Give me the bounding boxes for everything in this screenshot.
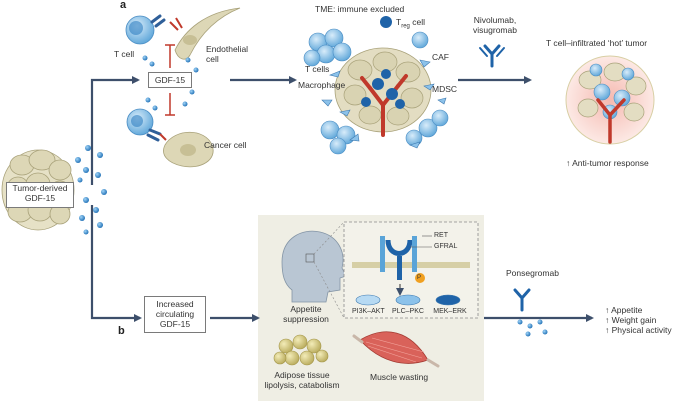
endothelial-cell	[169, 7, 241, 60]
head-icon	[281, 230, 347, 303]
t-cell-label: T cell	[114, 49, 135, 59]
tme-title: TME: immune excluded	[315, 4, 405, 14]
tme-caf	[321, 59, 447, 149]
tme-treg	[361, 16, 405, 109]
phospho-badge: P	[417, 275, 422, 281]
antibody-a-icon	[479, 44, 505, 68]
outcome-weight: ↑ Weight gain	[605, 315, 657, 325]
tumor-derived-box: Tumor-derived GDF-15	[6, 182, 74, 208]
macrophage-label: Macrophage	[298, 80, 346, 90]
t-cells-label: T cells	[305, 64, 330, 74]
adipose-cells	[273, 334, 329, 366]
treg-label: Treg cell	[396, 17, 425, 30]
tme-cluster	[303, 16, 449, 155]
tme-t-cells	[303, 28, 449, 155]
outcome-appetite: ↑ Appetite	[605, 305, 643, 315]
hot-tumor-label: T cell–infiltrated ‘hot’ tumor	[546, 38, 648, 48]
anti-tumor-label: ↑ Anti-tumor response	[566, 158, 649, 168]
gdf15-dots-tumor	[75, 145, 107, 235]
panel-b-label: b	[118, 325, 125, 337]
pathway-plc: PLC–PKC	[392, 308, 424, 315]
pathway-pi3k: PI3K–AKT	[352, 308, 385, 315]
pathway-shapes	[355, 294, 461, 306]
caf-label: CAF	[432, 52, 449, 62]
gfral-label: GFRAL	[434, 243, 458, 250]
pathway-mek: MEK–ERK	[433, 308, 467, 315]
antibody-b-icon	[513, 288, 531, 312]
ponsegromab-label: Ponsegromab	[506, 268, 559, 278]
t-cell-top	[125, 14, 166, 45]
outcome-activity: ↑ Physical activity	[605, 325, 672, 335]
drugs-a-label: Nivolumab,visugromab	[473, 15, 517, 35]
receptor-complex	[352, 235, 470, 296]
main-arrows	[90, 76, 594, 322]
muscle-icon	[352, 331, 440, 368]
muscle-label: Muscle wasting	[370, 372, 429, 382]
inhibition-bars	[165, 44, 175, 116]
gdf15-dots-box	[142, 55, 199, 111]
gdf15-dots-b	[517, 319, 548, 337]
cancer-cell-label: Cancer cell	[204, 140, 247, 150]
cancer-cell	[159, 132, 214, 168]
t-cell-bottom	[126, 108, 162, 142]
mdsc-label: MDSC	[432, 84, 458, 94]
ret-label: RET	[434, 232, 448, 239]
tme-tumor-cells	[343, 51, 424, 126]
gdf15-box: GDF-15	[148, 72, 192, 88]
hot-tumor	[565, 55, 655, 145]
panel-a-label: a	[120, 0, 127, 11]
